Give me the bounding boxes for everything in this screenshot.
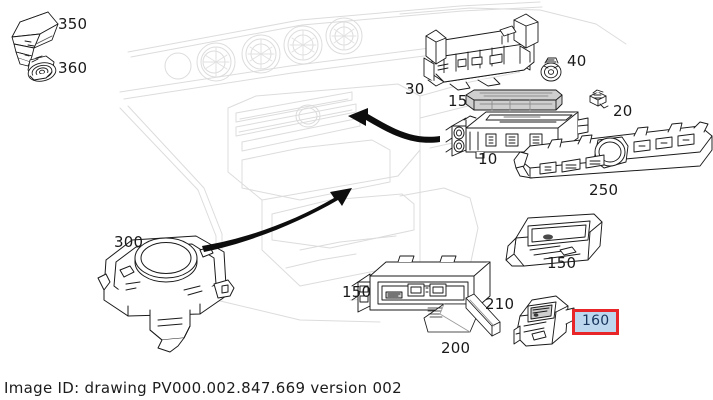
callout-210: 210 bbox=[485, 295, 515, 313]
part-300-comand-controller bbox=[97, 235, 235, 353]
caption-bar: Image ID: drawing PV000.002.847.669 vers… bbox=[0, 374, 713, 400]
part-20-bolt bbox=[589, 89, 609, 109]
callout-360: 360 bbox=[58, 59, 88, 77]
image-id-caption: Image ID: drawing PV000.002.847.669 vers… bbox=[4, 379, 402, 397]
part-40-screw bbox=[540, 57, 562, 82]
callout-10: 10 bbox=[478, 150, 498, 168]
part-10-head-unit bbox=[445, 111, 589, 159]
part-30-mounting-bracket bbox=[423, 13, 539, 91]
callout-150-interface: 150 bbox=[342, 283, 372, 301]
callout-350: 350 bbox=[58, 15, 88, 33]
part-160-control-unit bbox=[513, 295, 575, 347]
part-200-foil-sheet bbox=[423, 303, 483, 333]
callout-40: 40 bbox=[567, 52, 587, 70]
part-210-retaining-strip bbox=[465, 293, 501, 337]
part-150b-cover-trim bbox=[505, 213, 603, 267]
assembly-arrows bbox=[202, 108, 440, 252]
part-15-control-plate bbox=[465, 89, 563, 111]
callout-300: 300 bbox=[114, 233, 144, 251]
callout-20: 20 bbox=[613, 102, 633, 120]
callout-150-cover: 150 bbox=[547, 254, 577, 272]
part-250-switch-panel bbox=[513, 121, 713, 179]
callout-200: 200 bbox=[441, 339, 471, 357]
callout-160-selected[interactable]: 160 bbox=[572, 309, 620, 335]
callout-15: 15 bbox=[448, 92, 468, 110]
part-360-rotary-knob bbox=[27, 55, 57, 82]
callout-30: 30 bbox=[405, 80, 425, 98]
part-350-switch-module bbox=[11, 11, 59, 67]
part-150a-interface-box bbox=[351, 255, 491, 313]
callout-250: 250 bbox=[589, 181, 619, 199]
